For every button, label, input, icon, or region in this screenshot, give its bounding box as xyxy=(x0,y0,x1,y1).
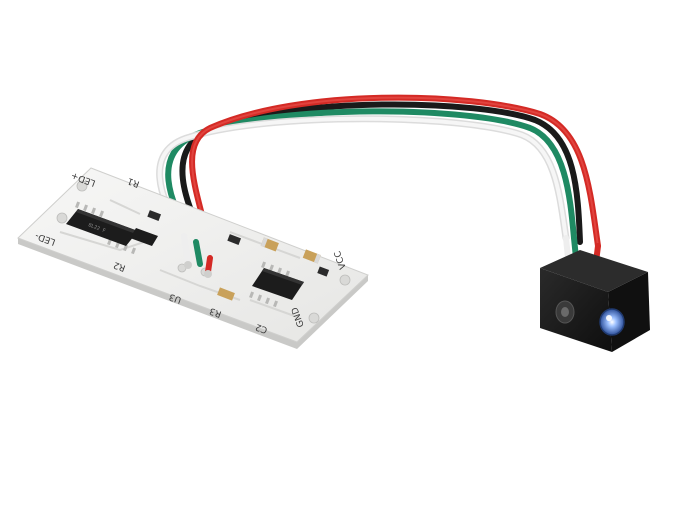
ic-chip-main: 8L22 F xyxy=(66,201,138,255)
pcb-board xyxy=(17,167,369,343)
sensor-front xyxy=(540,268,612,352)
wire-bundle xyxy=(156,94,601,271)
label-r3: R3 xyxy=(208,305,223,318)
ic-chip-secondary xyxy=(249,261,304,308)
sensor-top xyxy=(540,250,648,292)
label-c2: C2 xyxy=(254,321,269,335)
ir-emitter-led-icon xyxy=(599,308,625,336)
green-wire xyxy=(165,108,577,243)
pcb-module: 8L22 F xyxy=(17,167,369,349)
ir-sensor-head xyxy=(540,235,650,352)
label-r2: R2 xyxy=(112,259,127,272)
label-r1: R1 xyxy=(126,175,141,188)
black-wire xyxy=(179,101,583,265)
wire-solder-joints xyxy=(181,233,213,278)
smd-components xyxy=(147,210,330,301)
transistor xyxy=(130,228,158,246)
label-u3: U3 xyxy=(168,291,183,305)
